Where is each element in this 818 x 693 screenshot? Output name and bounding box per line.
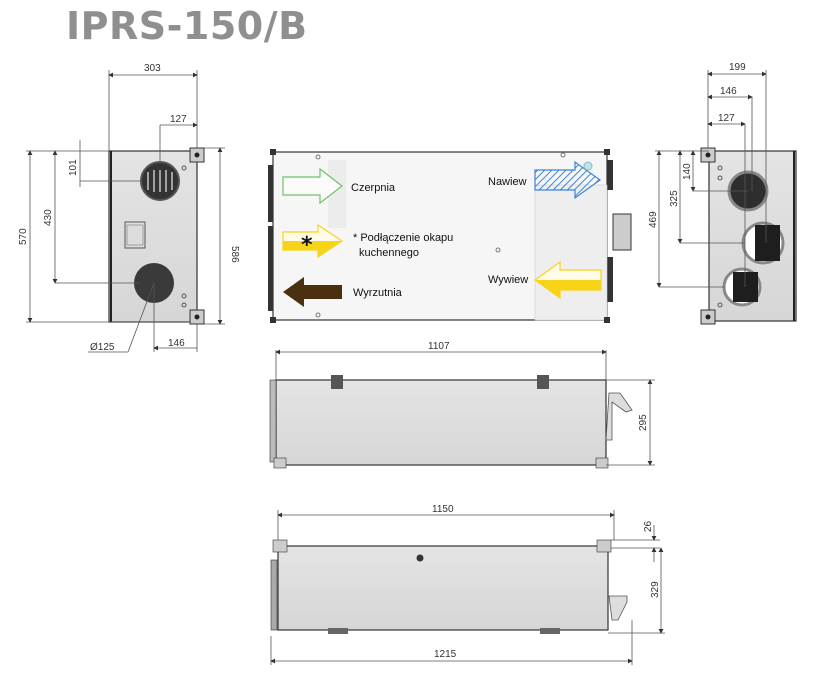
asterisk-mark: * (301, 233, 313, 258)
dim-570: 570 (18, 228, 29, 245)
front-view: * Czerpnia * Podłączenie okapu kuchenneg… (268, 149, 632, 323)
dim-586: 586 (229, 246, 240, 263)
bottom-view: 1150 26 329 1215 (270, 504, 665, 665)
dim-101: 101 (68, 159, 79, 176)
dim-1150: 1150 (432, 504, 454, 515)
label-wyrzutnia: Wyrzutnia (353, 287, 403, 299)
dim-325: 325 (669, 190, 680, 207)
dim-199: 199 (729, 62, 746, 73)
product-title: IPRS-150/B (66, 4, 308, 48)
dim-diameter: Ø125 (90, 342, 115, 353)
nawiew-arrow-icon (534, 160, 602, 200)
right-side-view: 199 146 127 140 325 469 (648, 62, 797, 325)
dim-26: 26 (643, 520, 654, 532)
top-view: 1107 295 (269, 341, 655, 469)
wyrzutnia-arrow-icon (283, 277, 342, 307)
dim-469: 469 (648, 211, 659, 228)
dim-430: 430 (43, 209, 54, 226)
left-side-view: 303 127 101 430 570 586 Ø125 146 (18, 63, 240, 353)
label-czerpnia: Czerpnia (351, 182, 396, 194)
dim-127-right: 127 (718, 113, 735, 124)
dim-146-right: 146 (720, 86, 737, 97)
dim-127: 127 (170, 114, 187, 125)
label-okap-line2: kuchennego (359, 247, 419, 259)
dim-1107: 1107 (428, 341, 450, 352)
label-nawiew: Nawiew (488, 176, 527, 188)
dim-295: 295 (638, 414, 649, 431)
dim-1215: 1215 (434, 649, 457, 660)
czerpnia-arrow-icon (282, 167, 343, 205)
label-okap-line1: * Podłączenie okapu (353, 232, 453, 244)
dim-146: 146 (168, 338, 185, 349)
dim-303: 303 (144, 63, 161, 74)
dim-329: 329 (650, 581, 661, 598)
label-wywiew: Wywiew (488, 274, 528, 286)
dim-140: 140 (682, 163, 693, 180)
